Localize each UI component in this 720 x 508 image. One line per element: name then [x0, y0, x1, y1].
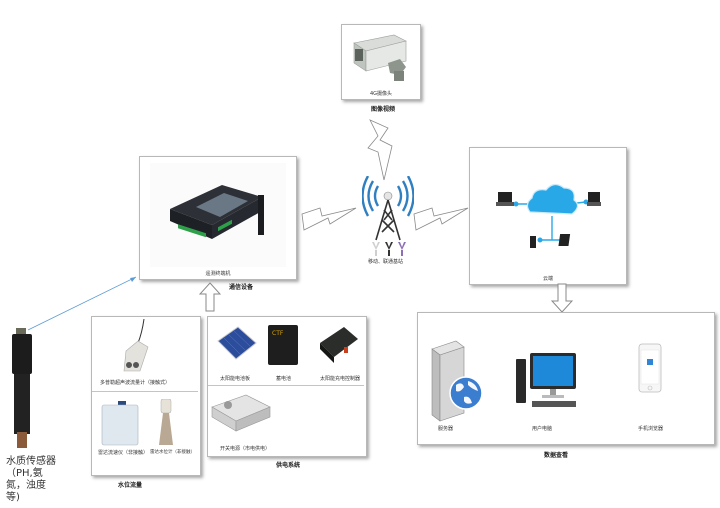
water-level-label-velocimeter: 雷达流速仪（非接触） [98, 450, 149, 456]
water-level-box: 多普勒超声波流量计（接触式） 雷达流速仪（非接触） 雷达水位计（非接触） [91, 316, 201, 476]
rtu-caption: 遥测终端机 [205, 271, 231, 277]
camera-box: 4G摄像头 [341, 24, 421, 100]
cloud-box: 云端 [469, 147, 627, 285]
radar-level-gauge-icon [159, 399, 173, 445]
desktop-computer-icon [516, 353, 576, 407]
lightning-camera-link-icon [367, 119, 393, 181]
cloud-caption: 云端 [542, 276, 553, 282]
battery-icon: CTF [268, 325, 298, 365]
tower-caption: 移动、联通基站 [368, 259, 404, 265]
power-label-controller: 太阳能充电控制器 [320, 376, 361, 382]
radar-velocimeter-icon [101, 401, 139, 446]
carrier-antennas-icon [372, 242, 406, 256]
rtu-title: 通信设备 [229, 284, 254, 291]
down-arrow-icon [551, 283, 573, 313]
power-label-battery: 蓄电池 [276, 376, 292, 382]
power-system-title: 供电系统 [276, 462, 301, 469]
water-quality-sensor-icon [12, 328, 32, 448]
doppler-flowmeter-icon [123, 319, 149, 372]
up-arrow-icon [199, 282, 221, 312]
data-view-label-server: 服务器 [438, 426, 454, 432]
cloud-network-icon [496, 183, 601, 248]
power-system-box: 太阳能电池板 CTF 蓄电池 太阳能充电控制器 开关电源（市电供电） [207, 316, 367, 457]
smartphone-icon [638, 343, 662, 393]
data-view-box: 服务器 用户电脑 手机浏览器 [417, 312, 715, 445]
power-label-solar: 太阳能电池板 [220, 376, 251, 382]
lightning-rtu-link-icon [301, 207, 357, 231]
data-view-label-mobile: 手机浏览器 [638, 426, 664, 432]
rtu-box: 遥测终端机 [139, 156, 297, 280]
water-level-title: 水位流量 [118, 482, 143, 489]
data-view-title: 数据查看 [544, 452, 569, 459]
data-view-label-pc: 用户电脑 [532, 426, 553, 432]
camera-icon [353, 34, 407, 81]
power-label-switching-supply: 开关电源（市电供电） [220, 446, 271, 452]
solar-panel-icon [217, 326, 257, 360]
lightning-cloud-link-icon [413, 207, 469, 231]
rtu-device-icon [170, 185, 264, 239]
sensor-label: 水质传感器（PH,氨氮，浊度等) [6, 456, 56, 503]
battery-brand: CTF [272, 330, 284, 337]
power-supply-icon [211, 394, 271, 432]
base-station-tower-icon [362, 176, 414, 241]
camera-caption: 4G摄像头 [369, 91, 393, 97]
camera-title: 图像视频 [371, 106, 396, 113]
server-globe-icon [431, 340, 483, 422]
water-level-label-level-gauge: 雷达水位计（非接触） [150, 450, 195, 455]
water-level-label-doppler: 多普勒超声波流量计（接触式） [100, 380, 171, 386]
charge-controller-icon [320, 327, 358, 363]
